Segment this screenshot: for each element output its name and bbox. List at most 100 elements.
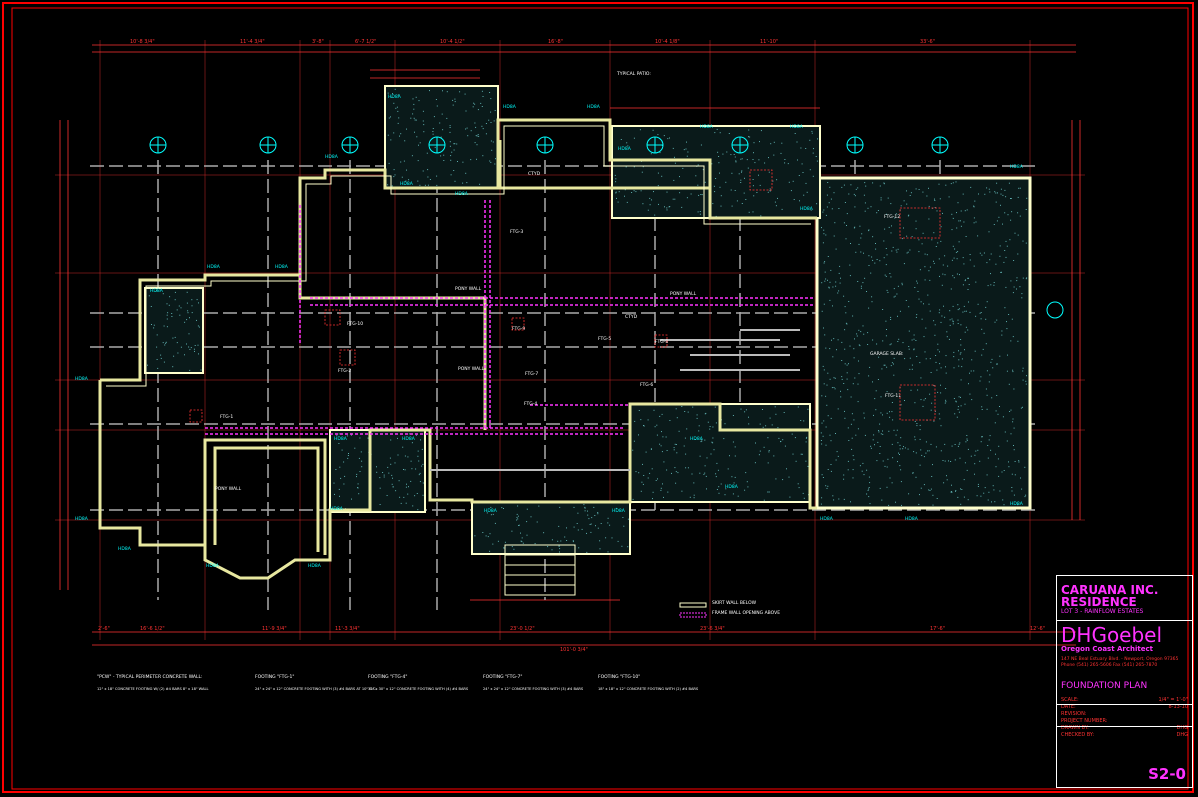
grid-bubble-cross	[847, 137, 863, 153]
hd8a-label: HD8A	[325, 154, 339, 160]
footing-label: FTG-3	[510, 229, 523, 235]
legend-item-frame-wall: FRAME WALL OPENING ABOVE	[712, 611, 781, 616]
footing-label: FTG-8	[655, 339, 668, 345]
top-dimension-text: 10'-4 1/2"	[440, 39, 465, 45]
footing-label: FTG-10	[347, 321, 363, 327]
bottom-dimension-text: 23'-0 1/2"	[510, 626, 535, 632]
top-dimension-text: 11'-10"	[760, 39, 778, 45]
note-body: 30" x 30" x 12" CONCRETE FOOTING WITH (4…	[368, 687, 469, 691]
hd8a-label: HD8A	[330, 506, 344, 512]
hd8a-label: HD8A	[800, 206, 814, 212]
top-dimension-text: 16'-8"	[548, 39, 563, 45]
pony-wall-label: PONY WALL	[458, 366, 485, 372]
typical-patio-label: TYPICAL PATIO:	[616, 71, 651, 77]
firm-name: DHGoebel	[1061, 623, 1163, 647]
hd8a-label: HD8A	[206, 563, 220, 569]
note-body: 24" x 24" x 12" CONCRETE FOOTING WITH (3…	[483, 687, 584, 691]
hd8a-label: HD8A	[820, 516, 834, 522]
top-dimension-text: 6'-7 1/2"	[355, 39, 376, 45]
checked-by-label: CHECKED BY:	[1061, 732, 1095, 738]
bottom-dimension-text: 11'-3 3/4"	[335, 626, 360, 632]
pony-wall-label: PONY WALL	[455, 286, 482, 292]
firm-address: 147 NE Beal Estuary Blvd. - Newport, Ore…	[1061, 657, 1179, 662]
note-body: 12" x 18" CONCRETE FOOTING W/ (2) #4 BAR…	[97, 687, 208, 691]
firm-tagline: Oregon Coast Architect	[1061, 645, 1154, 653]
pony-wall-label: PONY WALL	[670, 291, 697, 297]
date-value: 8-13-10	[1168, 704, 1188, 710]
top-dimension-lines	[92, 44, 1076, 109]
grid-bubble-cross	[150, 137, 166, 153]
hd8a-label: HD8A	[484, 508, 498, 514]
revision-label: REVISION:	[1061, 711, 1087, 717]
ctyd-label: CTYD	[528, 171, 541, 177]
bottom-dimension-text: 11'-9 3/4"	[262, 626, 287, 632]
checked-by-value: DHG	[1176, 732, 1188, 738]
hd8a-label: HD8A	[612, 508, 626, 514]
hd8a-label: HD8A	[1010, 164, 1024, 170]
grid-bubble-cross	[932, 137, 948, 153]
note-body: 24" x 24" x 12" CONCRETE FOOTING WITH (3…	[255, 687, 377, 691]
footing-label: FTG-6	[640, 382, 653, 388]
top-dimension-text: 10'-4 1/8"	[655, 39, 680, 45]
hd8a-label: HD8A	[503, 104, 517, 110]
scale-label: SCALE:	[1061, 697, 1079, 703]
garage-slab-label: GARAGE SLAB:	[870, 351, 903, 357]
scale-value: 1/4" = 1'-0"	[1158, 697, 1188, 703]
footing-label: FTG-11	[885, 393, 901, 399]
drawn-by-label: DRAWN BY:	[1061, 725, 1089, 731]
hd8a-label: HD8A	[455, 191, 469, 197]
footing-label: FTG-7	[525, 371, 538, 377]
hd8a-label: HD8A	[334, 436, 348, 442]
title-block: CARUANA INC. RESIDENCE LOT 3 - RAINFLOW …	[1056, 575, 1193, 788]
bottom-dimension-text: 23'-6 3/4"	[700, 626, 725, 632]
legend-item-skirt-wall: SKIRT WALL BELOW	[712, 601, 757, 606]
bottom-dimension-text: 2'-6"	[98, 626, 110, 632]
grid-bubble-cross	[342, 137, 358, 153]
hd8a-label: HD8A	[725, 484, 739, 490]
firm-phone: Phone (541) 265-5606 Fax (541) 265-7870	[1061, 663, 1158, 668]
project-name-line1: CARUANA INC.	[1061, 583, 1159, 597]
grid-bubble	[1046, 301, 1064, 319]
date-label: DATE:	[1061, 704, 1076, 710]
footing-label: FTG-2	[338, 368, 351, 374]
hd8a-label: HD8A	[700, 124, 714, 130]
sheet-title: FOUNDATION PLAN	[1061, 681, 1148, 691]
hd8a-label: HD8A	[790, 124, 804, 130]
hd8a-label: HD8A	[400, 181, 414, 187]
footing-label: FTG-1	[220, 414, 233, 420]
top-dimension-text: 10'-8 3/4"	[130, 39, 155, 45]
hd8a-label: HD8A	[150, 288, 164, 294]
hd8a-label: HD8A	[388, 94, 402, 100]
project-subtitle: LOT 3 - RAINFLOW ESTATES	[1061, 608, 1144, 615]
footing-label: FTG-12	[884, 214, 900, 220]
note-heading: "PCW" - TYPICAL PERIMETER CONCRETE WALL:	[97, 674, 203, 680]
hd8a-label: HD8A	[75, 516, 89, 522]
hd8a-label: HD8A	[618, 146, 632, 152]
sheet-number: S2-0	[1148, 765, 1186, 783]
note-heading: FOOTING "FTG-4"	[368, 674, 407, 680]
note-body: 18" x 18" x 12" CONCRETE FOOTING WITH (2…	[598, 687, 699, 691]
bottom-dimension-text: 17'-6"	[930, 626, 945, 632]
ctyd-label: CTYD	[625, 314, 638, 320]
grid-bubble-cross	[429, 137, 445, 153]
grid-bubbles	[149, 136, 1064, 319]
note-heading: FOOTING "FTG-10"	[598, 674, 640, 680]
hd8a-label: HD8A	[207, 264, 221, 270]
hd8a-label: HD8A	[587, 104, 601, 110]
footing-label: FTG-5	[598, 336, 611, 342]
hd8a-label: HD8A	[275, 264, 289, 270]
footing-label: FTG-9	[512, 326, 525, 332]
bottom-dimension-text: 16'-6 1/2"	[140, 626, 165, 632]
footing-label: FTG-4	[524, 401, 537, 407]
hd8a-label: HD8A	[1010, 501, 1024, 507]
project-number-label: PROJECT NUMBER:	[1061, 718, 1108, 724]
bottom-dimension-text: 12'-6"	[1030, 626, 1045, 632]
note-heading: FOOTING "FTG-7"	[483, 674, 522, 680]
top-dimension-text: 3'-8"	[312, 39, 324, 45]
project-name-line2: RESIDENCE	[1061, 595, 1137, 609]
grid-bubble-cross	[732, 137, 748, 153]
hd8a-label: HD8A	[308, 563, 322, 569]
grid-bubble-cross	[537, 137, 553, 153]
